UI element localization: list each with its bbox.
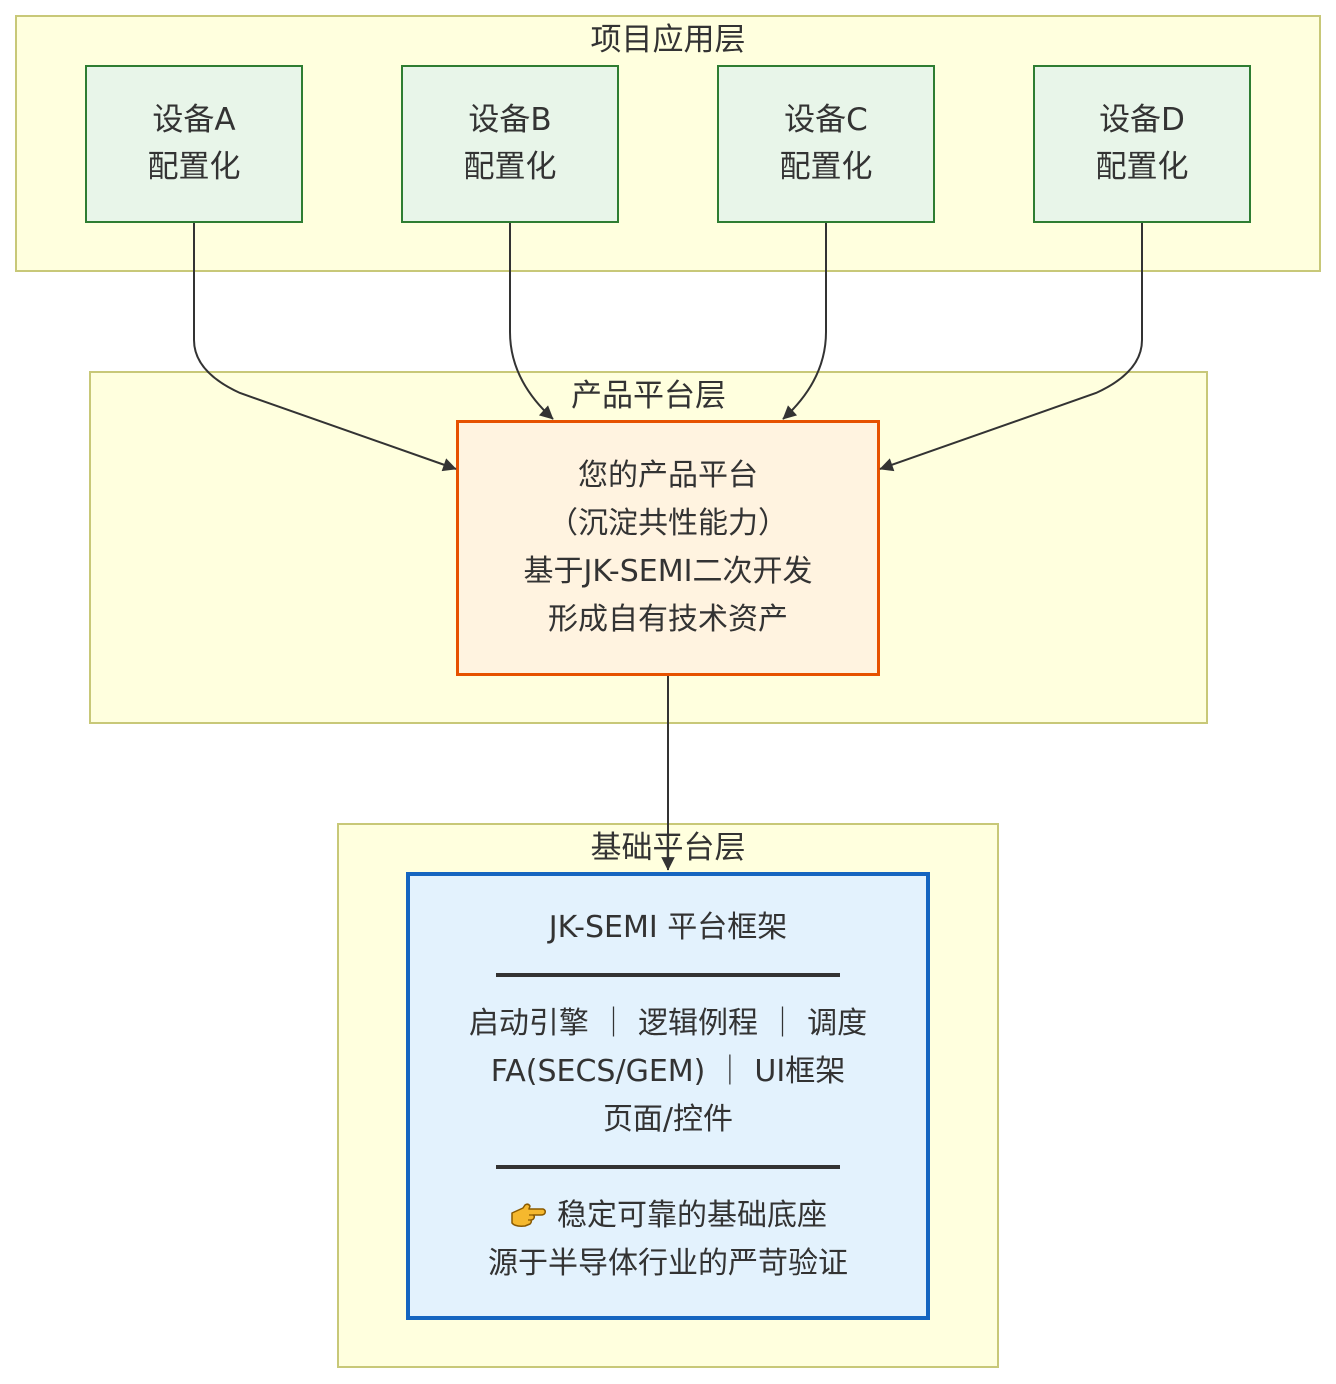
footer-line-2: 源于半导体行业的严苛验证	[488, 1246, 848, 1281]
top-divider	[496, 973, 840, 977]
device-c-node[interactable]: 设备C 配置化	[717, 65, 935, 223]
product-layer-title: 产品平台层	[571, 378, 726, 414]
product-line-2: （沉淀共性能力）	[548, 506, 788, 541]
device-d-node[interactable]: 设备D 配置化	[1033, 65, 1251, 223]
device-b-node[interactable]: 设备B 配置化	[401, 65, 619, 223]
product-line-1: 您的产品平台	[578, 458, 758, 493]
feature-line-2: FA(SECS/GEM) ｜ UI框架	[490, 1054, 846, 1089]
framework-title: JK-SEMI 平台框架	[548, 910, 788, 945]
feature-line-3: 页面/控件	[602, 1102, 734, 1137]
project-layer-title: 项目应用层	[590, 22, 746, 58]
device-b-name: 设备B	[468, 102, 552, 138]
device-b-config: 配置化	[463, 149, 557, 185]
bottom-divider	[496, 1165, 840, 1169]
jk-semi-framework-node[interactable]: JK-SEMI 平台框架 启动引擎 ｜ 逻辑例程 ｜ 调度 FA(SECS/GE…	[406, 872, 930, 1320]
product-platform-node[interactable]: 您的产品平台 （沉淀共性能力） 基于JK-SEMI二次开发 形成自有技术资产	[456, 420, 880, 676]
footer-line-1-text: 稳定可靠的基础底座	[557, 1198, 827, 1233]
device-a-config: 配置化	[147, 149, 241, 185]
device-d-name: 设备D	[1099, 102, 1185, 138]
feature-line-1: 启动引擎 ｜ 逻辑例程 ｜ 调度	[468, 1006, 868, 1041]
base-layer-title: 基础平台层	[590, 830, 746, 866]
device-d-config: 配置化	[1095, 149, 1189, 185]
device-c-name: 设备C	[784, 102, 868, 138]
product-line-4: 形成自有技术资产	[548, 602, 788, 637]
device-a-name: 设备A	[152, 102, 236, 138]
footer-line-1: 稳定可靠的基础底座	[509, 1192, 827, 1240]
product-line-3: 基于JK-SEMI二次开发	[523, 554, 813, 589]
device-a-node[interactable]: 设备A 配置化	[85, 65, 303, 223]
device-c-config: 配置化	[779, 149, 873, 185]
pointing-hand-icon	[511, 1202, 546, 1227]
